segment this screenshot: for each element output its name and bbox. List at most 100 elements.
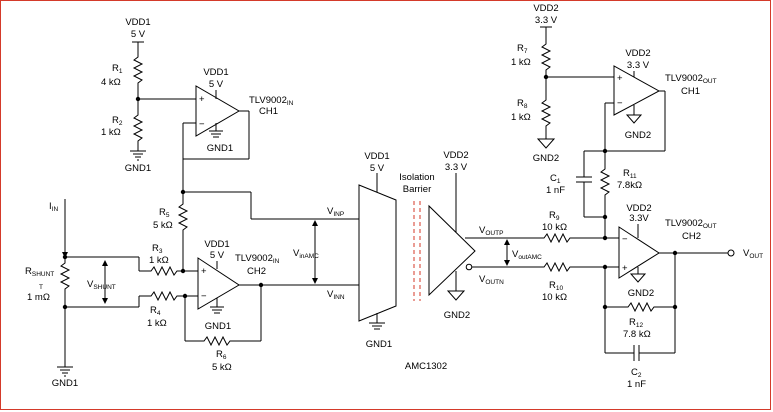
resistor-r3	[148, 265, 183, 277]
op1-name: TLV9002IN	[249, 95, 294, 107]
r1-label: R1	[112, 63, 123, 75]
svg-text:VDD2: VDD2	[626, 203, 651, 214]
svg-text:VDD1: VDD1	[203, 67, 228, 78]
svg-text:5 kΩ: 5 kΩ	[212, 362, 232, 373]
voutp-label: VOUTP	[479, 225, 503, 237]
opamp-op2: + − VDD1 5 V GND1 TLV9002IN CH2	[197, 239, 280, 332]
r6-label: R6	[216, 349, 227, 361]
svg-text:CH2: CH2	[247, 266, 266, 277]
r7-label: R7	[517, 43, 528, 55]
svg-text:VDD1: VDD1	[364, 151, 389, 162]
svg-text:CH2: CH2	[682, 231, 701, 242]
svg-text:5 V: 5 V	[209, 79, 224, 90]
svg-text:GND2: GND2	[533, 153, 559, 164]
r12-label: R12	[629, 317, 643, 329]
svg-text:+: +	[617, 73, 623, 84]
resistor-r4	[148, 290, 185, 302]
svg-text:+: +	[622, 263, 628, 274]
svg-text:1 mΩ: 1 mΩ	[27, 292, 50, 303]
r11-label: R11	[623, 168, 637, 180]
svg-text:CH1: CH1	[259, 106, 278, 117]
gnd1-shunt-symbol: GND1	[52, 366, 78, 389]
svg-text:VDD1: VDD1	[125, 17, 150, 28]
rshunt-label: RSHUNT	[25, 266, 54, 278]
svg-text:1 kΩ: 1 kΩ	[511, 112, 531, 123]
voutamc-label: VoutAMC	[512, 249, 542, 261]
svg-text:VDD2: VDD2	[533, 3, 558, 14]
iin-label: IIN	[49, 201, 58, 213]
svg-text:7.8 kΩ: 7.8 kΩ	[623, 329, 651, 340]
svg-text:+: +	[199, 94, 205, 105]
ic-name: AMC1302	[405, 361, 447, 372]
capacitor-c2	[633, 345, 640, 361]
svg-text:GND1: GND1	[207, 143, 233, 154]
r4-label: R4	[150, 305, 161, 317]
r9-label: R9	[549, 210, 560, 222]
resistor-r6	[201, 335, 261, 347]
resistor-r12	[625, 301, 675, 313]
vout-terminal	[727, 249, 735, 257]
amc1302-output-block: VDD2 3.3 V GND2	[428, 150, 476, 321]
op4-name: TLV9002OUT	[665, 218, 717, 230]
svg-text:GND2: GND2	[625, 130, 651, 141]
svg-text:7.8kΩ: 7.8kΩ	[617, 180, 642, 191]
resistor-rshunt	[59, 257, 71, 307]
amc1302-input-block: VDD1 5 V GND1	[358, 151, 397, 350]
vdd1-supply-top: VDD1 5 V	[125, 17, 151, 43]
svg-text:10 kΩ: 10 kΩ	[542, 222, 567, 233]
svg-text:3.3 V: 3.3 V	[627, 60, 650, 71]
svg-text:GND1: GND1	[125, 163, 151, 174]
svg-text:VDD2: VDD2	[625, 48, 650, 59]
r3-label: R3	[152, 243, 163, 255]
svg-text:1 kΩ: 1 kΩ	[511, 57, 531, 68]
svg-text:3.3 V: 3.3 V	[535, 15, 558, 26]
svg-text:GND2: GND2	[444, 310, 470, 321]
isolation-barrier: Isolation Barrier	[399, 172, 435, 301]
resistor-r8	[540, 97, 552, 139]
opamp-op3: + − VDD2 3.3 V GND2 TLV9002OUT CH1	[613, 48, 717, 141]
op2-name: TLV9002IN	[235, 253, 280, 265]
svg-text:GND1: GND1	[366, 339, 392, 350]
svg-text:5 V: 5 V	[131, 29, 146, 40]
svg-text:−: −	[617, 98, 623, 109]
r8-label: R8	[517, 98, 528, 110]
voutn-label: VOUTN	[479, 274, 504, 286]
svg-text:CH1: CH1	[681, 86, 700, 97]
gnd1-r2-symbol: GND1	[125, 150, 151, 174]
svg-text:3.3V: 3.3V	[629, 213, 649, 224]
svg-text:VDD1: VDD1	[204, 239, 229, 250]
r1-value: 4 kΩ	[101, 77, 121, 88]
svg-text:GND2: GND2	[628, 288, 654, 299]
svg-text:5 V: 5 V	[210, 250, 225, 261]
c1-label: C1	[550, 173, 561, 185]
svg-text:1 nF: 1 nF	[627, 379, 646, 390]
svg-text:GND1: GND1	[52, 378, 78, 389]
vdd2-supply-top: VDD2 3.3 V	[533, 3, 559, 28]
r2-value: 1 kΩ	[101, 127, 121, 138]
resistor-r1	[132, 53, 144, 87]
capacitor-c1	[576, 176, 592, 183]
svg-text:−: −	[199, 119, 205, 130]
svg-text:Isolation: Isolation	[399, 172, 434, 183]
op3-name: TLV9002OUT	[665, 73, 717, 85]
vinamc-label: VinAMC	[293, 248, 319, 260]
svg-text:3.3 V: 3.3 V	[445, 162, 468, 173]
resistor-r7	[540, 41, 552, 77]
vshunt-label: VSHUNT	[87, 279, 116, 291]
svg-text:Barrier: Barrier	[403, 184, 432, 195]
vout-label: VOUT	[743, 248, 763, 260]
resistor-r2	[132, 112, 144, 151]
svg-text:5 V: 5 V	[370, 163, 385, 174]
svg-text:−: −	[622, 234, 628, 245]
svg-text:1 kΩ: 1 kΩ	[147, 318, 167, 329]
resistor-r10	[541, 261, 605, 273]
svg-text:GND1: GND1	[205, 321, 231, 332]
svg-text:10 kΩ: 10 kΩ	[542, 292, 567, 303]
opamp-op1: + − VDD1 5 V GND1 TLV9002IN CH1	[195, 67, 294, 154]
resistor-r5	[177, 200, 189, 234]
r2-label: R2	[112, 115, 123, 127]
r5-label: R5	[159, 207, 170, 219]
opamp-op4: − + VDD2 3.3V GND2 TLV9002OUT CH2	[618, 203, 717, 299]
